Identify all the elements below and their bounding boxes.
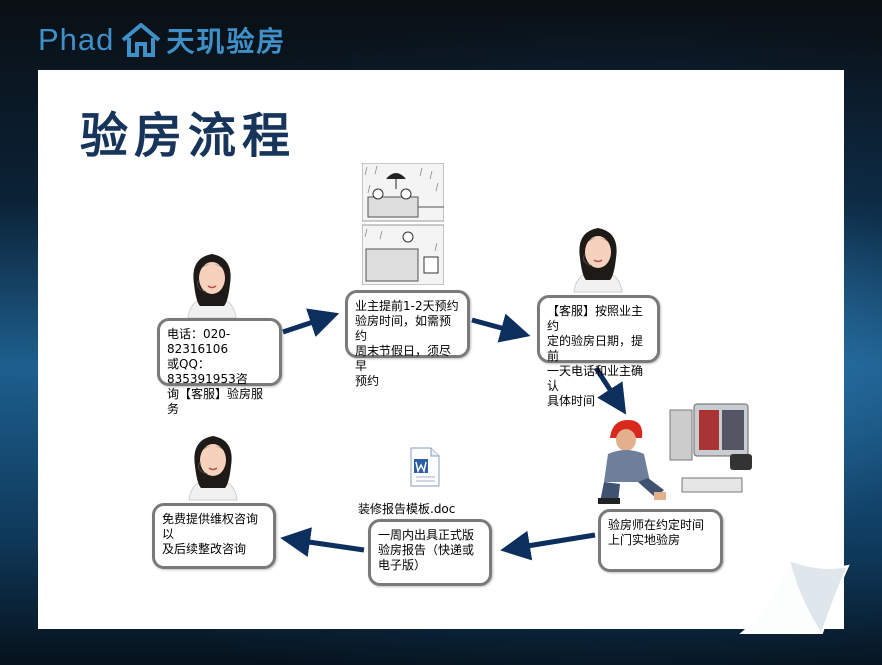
step-text-line: 一周内出具正式版 [378, 528, 475, 542]
inspector-with-toolkit-illustration [598, 403, 752, 504]
brand-name-en: Phad [38, 22, 115, 57]
attachment-filename[interactable]: 装修报告模板.doc [358, 502, 456, 516]
word-document-icon [410, 447, 440, 487]
step-node-booking: 业主提前1-2天预约 验房时间，如需预约 周末节假日，须尽早 预约 [345, 290, 470, 388]
step-node-report: 一周内出具正式版 验房报告（快递或 电子版） [368, 519, 492, 586]
step-text-line: 询【客服】验房服务 [167, 387, 264, 416]
step-text-line: 上门实地验房 [608, 533, 681, 547]
brand-name-cn: 天玑验房 [166, 25, 287, 58]
step-text-line: 及后续整改咨询 [162, 542, 247, 556]
page-title: 验房流程 [80, 108, 297, 164]
step-text-line: 验房报告（快递或 [378, 543, 475, 557]
arrow-step5-step6 [280, 527, 365, 557]
step-text-line: 验房时间，如需预约 [355, 314, 452, 343]
step-text-line: 具体时间 [547, 394, 596, 408]
brand-header: Phad 天玑验房 [38, 20, 286, 60]
step-text-line: 预约 [355, 374, 380, 388]
step-text-line: 免费提供维权咨询以 [162, 512, 259, 541]
step-text-line: 定的验房日期，提前 [547, 334, 644, 363]
headset-agent-illustration [573, 228, 623, 293]
step-node-inspection: 验房师在约定时间 上门实地验房 [598, 509, 723, 572]
step-node-contact: 电话：020-82316106 或QQ：835391953咨 询【客服】验房服务 [157, 318, 282, 416]
arrow-step1-step2 [282, 308, 340, 337]
step-text-line: 周末节假日，须尽早 [355, 344, 452, 373]
step-text-line: 【客服】按照业主约 [547, 304, 644, 333]
step-text-line: 电子版） [378, 558, 427, 572]
arrow-step3-step4 [593, 366, 627, 415]
cartoon-rain-illustration [362, 163, 444, 285]
step-text-line: 验房师在约定时间 [608, 518, 705, 532]
step-node-confirmation: 【客服】按照业主约 定的验房日期，提前 一天电话和业主确认 具体时间 [537, 295, 660, 408]
step-node-aftercare: 免费提供维权咨询以 及后续整改咨询 [152, 503, 276, 569]
step-text-line: 一天电话和业主确认 [547, 364, 644, 393]
arrow-step2-step3 [471, 313, 531, 343]
step-text-line: 业主提前1-2天预约 [355, 299, 459, 313]
headset-agent-illustration [187, 254, 237, 319]
step-text-line: 电话：020-82316106 [167, 327, 231, 356]
headset-agent-illustration [188, 436, 238, 501]
step-text-line: 或QQ：835391953咨 [167, 357, 248, 386]
arrow-step4-step5 [500, 530, 596, 561]
house-logo-icon [122, 23, 161, 57]
